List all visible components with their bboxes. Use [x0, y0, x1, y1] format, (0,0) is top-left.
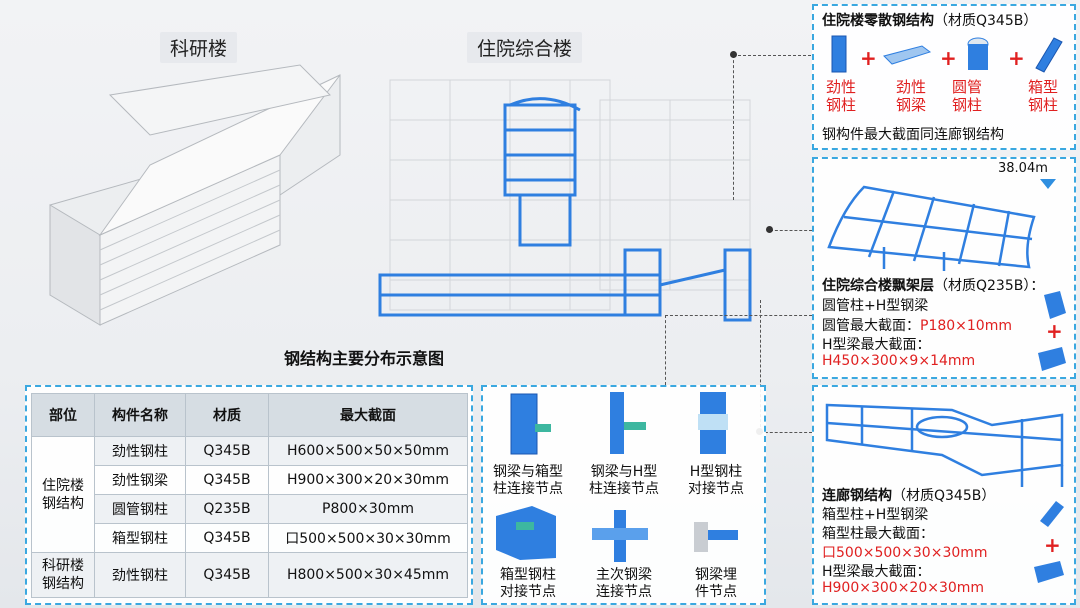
- plus-icon-3: +: [1008, 46, 1025, 70]
- corridor-panel-title: 连廊钢结构: [822, 488, 892, 504]
- node-image-3: [698, 392, 728, 454]
- h-beam-icon: [1038, 347, 1066, 371]
- table-row: 住院楼 钢结构 劲性钢柱 Q345B H600×500×50×50mm: [31, 436, 468, 553]
- table-cell: 箱型钢柱: [94, 523, 186, 553]
- table-header: 最大截面: [268, 393, 468, 437]
- node-image-1: [510, 393, 551, 455]
- canopy-panel-title: 住院综合楼飘架层: [822, 278, 934, 294]
- plus-icon-1: +: [860, 46, 877, 70]
- corridor-line3-value: 口500×500×30×30mm: [822, 545, 988, 561]
- table-header: 材质: [185, 393, 269, 437]
- table-row: 劲性钢梁 Q345B H900×300×20×30mm: [32, 465, 468, 495]
- canopy-panel-material: （材质Q235B）：: [934, 278, 1045, 294]
- elevation-marker-icon: [1040, 179, 1056, 189]
- corridor-structure-render: [825, 403, 1064, 487]
- table-row: 科研楼 钢结构 劲性钢柱 Q345B H800×500×30×45mm: [31, 552, 468, 598]
- table-cell: Q345B: [185, 465, 269, 495]
- corridor-line2: 箱型柱最大截面：: [822, 526, 934, 542]
- table-cell: Q345B: [185, 552, 269, 598]
- corridor-panel: 连廊钢结构（材质Q345B） 箱型柱+H型钢梁 箱型柱最大截面： 口500×50…: [812, 385, 1076, 605]
- inpatient-building-label: 住院综合楼: [467, 32, 583, 63]
- leader-line-low: [665, 315, 812, 316]
- canopy-line3: H型梁最大截面：: [822, 337, 931, 353]
- scatter-panel-title: 住院楼零散钢结构: [822, 13, 934, 29]
- scatter-steel-panel: 住院楼零散钢结构（材质Q345B） + + + 劲性 钢柱 劲性 钢梁 圆管 钢…: [812, 4, 1076, 150]
- table-cell: 劲性钢柱: [94, 436, 186, 466]
- h-beam-icon-2: [1034, 561, 1064, 583]
- node-caption-4: 箱型钢柱 对接节点: [500, 567, 556, 600]
- table-header: 构件名称: [94, 393, 186, 437]
- table-cell: Q345B: [185, 436, 269, 466]
- canopy-panel: 38.04m 住院综合楼飘架层（材质Q235B）： 圆管柱+H型钢梁 圆管最大截…: [812, 157, 1076, 379]
- node-caption-5: 主次钢梁 连接节点: [596, 567, 652, 600]
- table-cell: Q235B: [185, 494, 269, 524]
- table-cell: Q345B: [185, 523, 269, 553]
- table-cell: 劲性钢柱: [94, 552, 186, 598]
- elevation-label: 38.04m: [998, 161, 1048, 176]
- round-tube-column-icon: [967, 37, 989, 70]
- leader-line-bottom: [760, 432, 812, 433]
- node-image-2: [610, 392, 646, 454]
- corridor-panel-material: （材质Q345B）: [892, 488, 996, 504]
- corridor-line4: H型梁最大截面：: [822, 564, 931, 580]
- stiffened-column-icon: [831, 35, 847, 73]
- research-building-render: [49, 64, 341, 326]
- canopy-line2-prefix: 圆管最大截面：: [822, 318, 920, 334]
- scatter-item-1: 劲性 钢柱: [825, 78, 856, 114]
- box-column-icon-2: [1040, 501, 1064, 527]
- leader-line-bottom-v: [760, 300, 761, 432]
- main-caption: 钢结构主要分布示意图: [284, 349, 445, 368]
- table-header: 部位: [31, 393, 95, 437]
- table-group-cell: 住院楼 钢结构: [31, 436, 95, 553]
- node-caption-2: 钢梁与H型 柱连接节点: [589, 464, 659, 497]
- plus-icon-5: +: [1044, 533, 1061, 557]
- node-image-6: [694, 522, 738, 552]
- table-cell: 圆管钢柱: [94, 494, 186, 524]
- spec-table: 部位 构件名称 材质 最大截面 住院楼 钢结构 劲性钢柱 Q345B H600×…: [31, 393, 468, 598]
- research-building-label: 科研楼: [160, 32, 238, 63]
- table-cell: H800×500×30×45mm: [268, 552, 468, 598]
- scatter-item-4: 箱型 钢柱: [1027, 78, 1058, 114]
- table-row: 圆管钢柱 Q235B P800×30mm: [32, 494, 468, 524]
- scatter-item-3: 圆管 钢柱: [951, 78, 982, 114]
- node-image-4: [496, 506, 556, 560]
- plus-icon-4: +: [1046, 319, 1063, 343]
- corridor-line5-value: H900×300×20×30mm: [822, 580, 985, 596]
- box-column-icon: [1035, 37, 1063, 73]
- node-image-5: [592, 510, 648, 562]
- leader-line-top-v: [733, 55, 734, 200]
- table-cell: H900×300×20×30mm: [268, 465, 468, 495]
- table-group-cell: 科研楼 钢结构: [31, 552, 95, 598]
- scatter-panel-material: （材质Q345B）: [934, 13, 1038, 29]
- node-caption-1: 钢梁与箱型 柱连接节点: [493, 464, 563, 497]
- canopy-line1: 圆管柱+H型钢梁: [822, 298, 929, 314]
- canopy-structure-render: [827, 185, 1036, 271]
- table-cell: P800×30mm: [268, 494, 468, 524]
- canopy-line4-value: H450×300×9×14mm: [822, 353, 976, 369]
- canopy-line2-value: P180×10mm: [920, 318, 1012, 334]
- table-cell: H600×500×50×50mm: [268, 436, 468, 466]
- scatter-item-2: 劲性 钢梁: [895, 78, 926, 114]
- corridor-line1: 箱型柱+H型钢梁: [822, 507, 929, 523]
- table-header-row: 部位 构件名称 材质 最大截面: [31, 393, 468, 437]
- leader-dot-mid: [766, 226, 773, 233]
- inpatient-building-render: [378, 79, 752, 322]
- table-row: 箱型钢柱 Q345B 口500×500×30×30mm: [32, 523, 468, 553]
- leader-dot-top: [730, 51, 737, 58]
- leader-line-top: [733, 55, 811, 56]
- stiffened-beam-icon: [883, 45, 932, 65]
- table-cell: 劲性钢梁: [94, 465, 186, 495]
- table-cell: 口500×500×30×30mm: [268, 523, 468, 553]
- node-caption-6: 钢梁埋 件节点: [695, 567, 737, 600]
- leader-line-mid: [770, 230, 812, 231]
- node-caption-3: H型钢柱 对接节点: [688, 464, 744, 497]
- tube-column-icon: [1044, 291, 1066, 319]
- leader-line-low-v: [665, 315, 666, 385]
- plus-icon-2: +: [940, 46, 957, 70]
- scatter-panel-note: 钢构件最大截面同连廊钢结构: [822, 127, 1004, 143]
